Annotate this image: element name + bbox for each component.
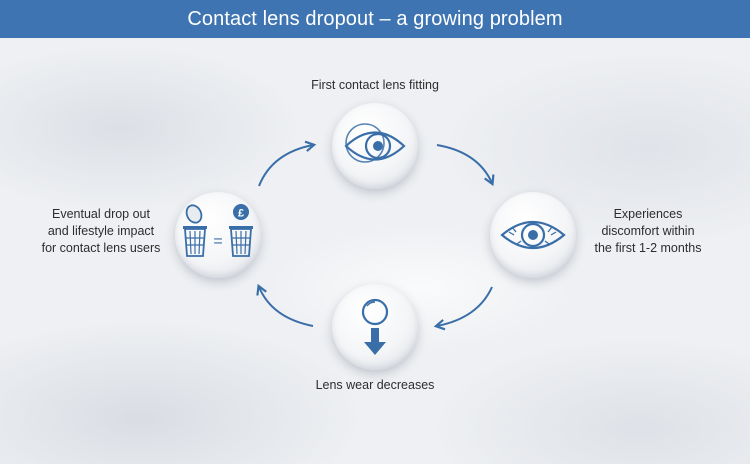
eye-with-lens-icon [344, 123, 406, 163]
step-decrease-label: Lens wear decreases [315, 378, 435, 392]
page-title: Contact lens dropout – a growing problem [187, 7, 563, 30]
step-fitting-circle [332, 103, 418, 189]
arrow-fitting-to-discomfort [436, 144, 495, 187]
arrow-discomfort-to-decrease [433, 286, 493, 331]
step-dropout-label-line-1: Eventual drop out [52, 207, 150, 221]
step-discomfort-label-line-2: discomfort within [601, 224, 695, 238]
irritated-eye-icon [500, 221, 566, 249]
arrow-decrease-to-dropout [256, 283, 314, 327]
pound-coin-icon: £ [233, 204, 249, 220]
pound-symbol: £ [238, 208, 244, 220]
step-fitting-label: First contact lens fitting [311, 78, 439, 92]
waste-bin-icon [229, 226, 253, 257]
equals-sign: = [213, 233, 222, 250]
contact-lens-icon [185, 204, 203, 224]
step-dropout-circle: = £ [175, 192, 261, 278]
step-dropout-label-line-2: and lifestyle impact [47, 224, 155, 238]
step-dropout-label: Eventual drop out and lifestyle impact f… [28, 206, 174, 257]
step-decrease-circle [332, 284, 418, 370]
lens-decrease-arrow-icon [361, 298, 389, 355]
step-discomfort-label: Experiences discomfort within the first … [575, 206, 721, 257]
arrow-dropout-to-fitting [258, 140, 317, 187]
waste-bin-icon [183, 226, 207, 257]
title-bar: Contact lens dropout – a growing problem [0, 0, 750, 38]
step-discomfort-label-line-1: Experiences [613, 207, 683, 221]
bins-equal-cost-icon: = £ [183, 204, 253, 257]
step-discomfort-label-line-3: the first 1-2 months [594, 241, 702, 255]
step-discomfort-circle [490, 192, 576, 278]
step-dropout-label-line-3: for contact lens users [41, 241, 161, 255]
